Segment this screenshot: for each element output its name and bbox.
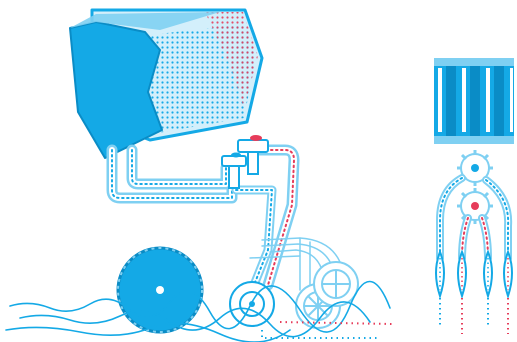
tube-down2-seeds	[235, 189, 273, 291]
tube-upper-outer	[126, 144, 232, 190]
tube-down-seeds-red	[255, 149, 295, 286]
coulter-blades	[435, 249, 513, 334]
metering-valves	[221, 135, 269, 189]
seed-trail	[261, 321, 393, 339]
coulter-blade-1	[435, 249, 445, 328]
hopper-lid	[70, 12, 220, 30]
seed-delivery-tubes	[106, 144, 300, 295]
tube-main-seeds	[111, 149, 233, 199]
hopper-seed-fill-red	[205, 12, 258, 108]
drive-wheel	[116, 246, 204, 334]
tube-upper-inner	[129, 147, 229, 187]
distribution-gears	[457, 150, 493, 224]
gear-lower	[457, 188, 493, 224]
seed-hopper	[69, 8, 264, 159]
hopper-front	[69, 21, 163, 159]
ground-lines	[5, 280, 391, 342]
wheel-hub	[156, 286, 164, 294]
fluted-roller	[434, 58, 514, 144]
coulter-blade-2	[457, 249, 467, 334]
opener-disc-front	[229, 281, 275, 327]
furrow-opener-discs	[229, 261, 359, 329]
valve-upper	[237, 135, 269, 175]
valve-lower	[221, 152, 247, 189]
coulter-blade-4	[503, 249, 513, 334]
coulter-blade-3	[483, 249, 493, 328]
opener-disc-rear	[313, 261, 359, 307]
